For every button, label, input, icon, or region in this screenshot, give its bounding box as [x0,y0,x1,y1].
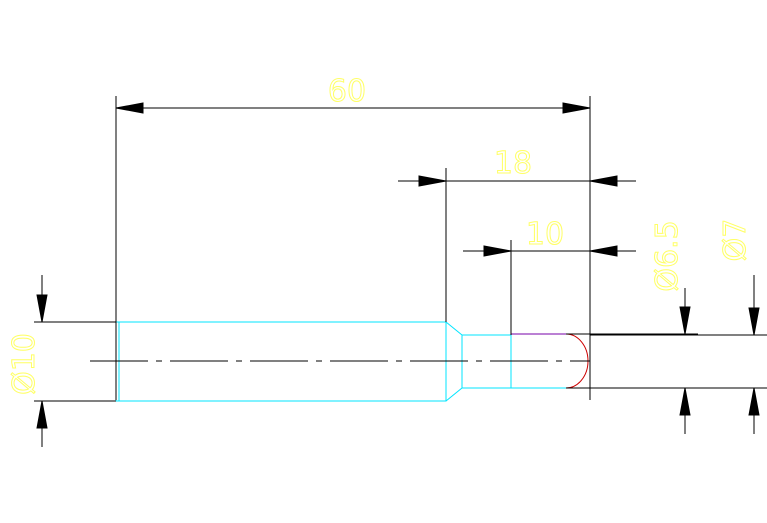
arrowhead-dia6-5-bottom [679,387,691,416]
arrowhead-18-left [418,175,447,187]
arrowhead-dia7-bottom [748,387,760,416]
arrowhead-18-right [589,175,618,187]
arrowhead-60-left [115,102,144,114]
arrowhead-10-right [589,245,618,257]
arrowhead-60-right [562,102,591,114]
taper-top [445,321,463,336]
dim-text-tip-length: 10 [526,217,564,252]
dim-text-tip-diameter: Ø6.5 [650,220,685,291]
dimension-18 [398,175,636,187]
arrowhead-dia7-top [748,307,760,336]
dimension-dia7 [748,275,760,434]
dim-text-overall-length: 60 [328,74,366,109]
arrowhead-10-left [483,245,512,257]
dimension-60 [115,102,591,114]
dimension-dia6-5 [679,288,691,434]
arrowhead-dia10-top [36,294,48,323]
dim-text-reduced-length: 18 [494,146,532,181]
taper-bottom [445,387,463,402]
dim-text-neck-diameter: Ø7 [718,219,753,262]
dimension-dia10 [36,275,48,447]
dimension-10 [463,245,636,257]
arrowhead-dia10-bottom [36,400,48,429]
extension-lines [34,96,767,402]
arrowhead-dia6-5-top [679,306,691,335]
dim-text-major-diameter: Ø10 [7,333,42,395]
